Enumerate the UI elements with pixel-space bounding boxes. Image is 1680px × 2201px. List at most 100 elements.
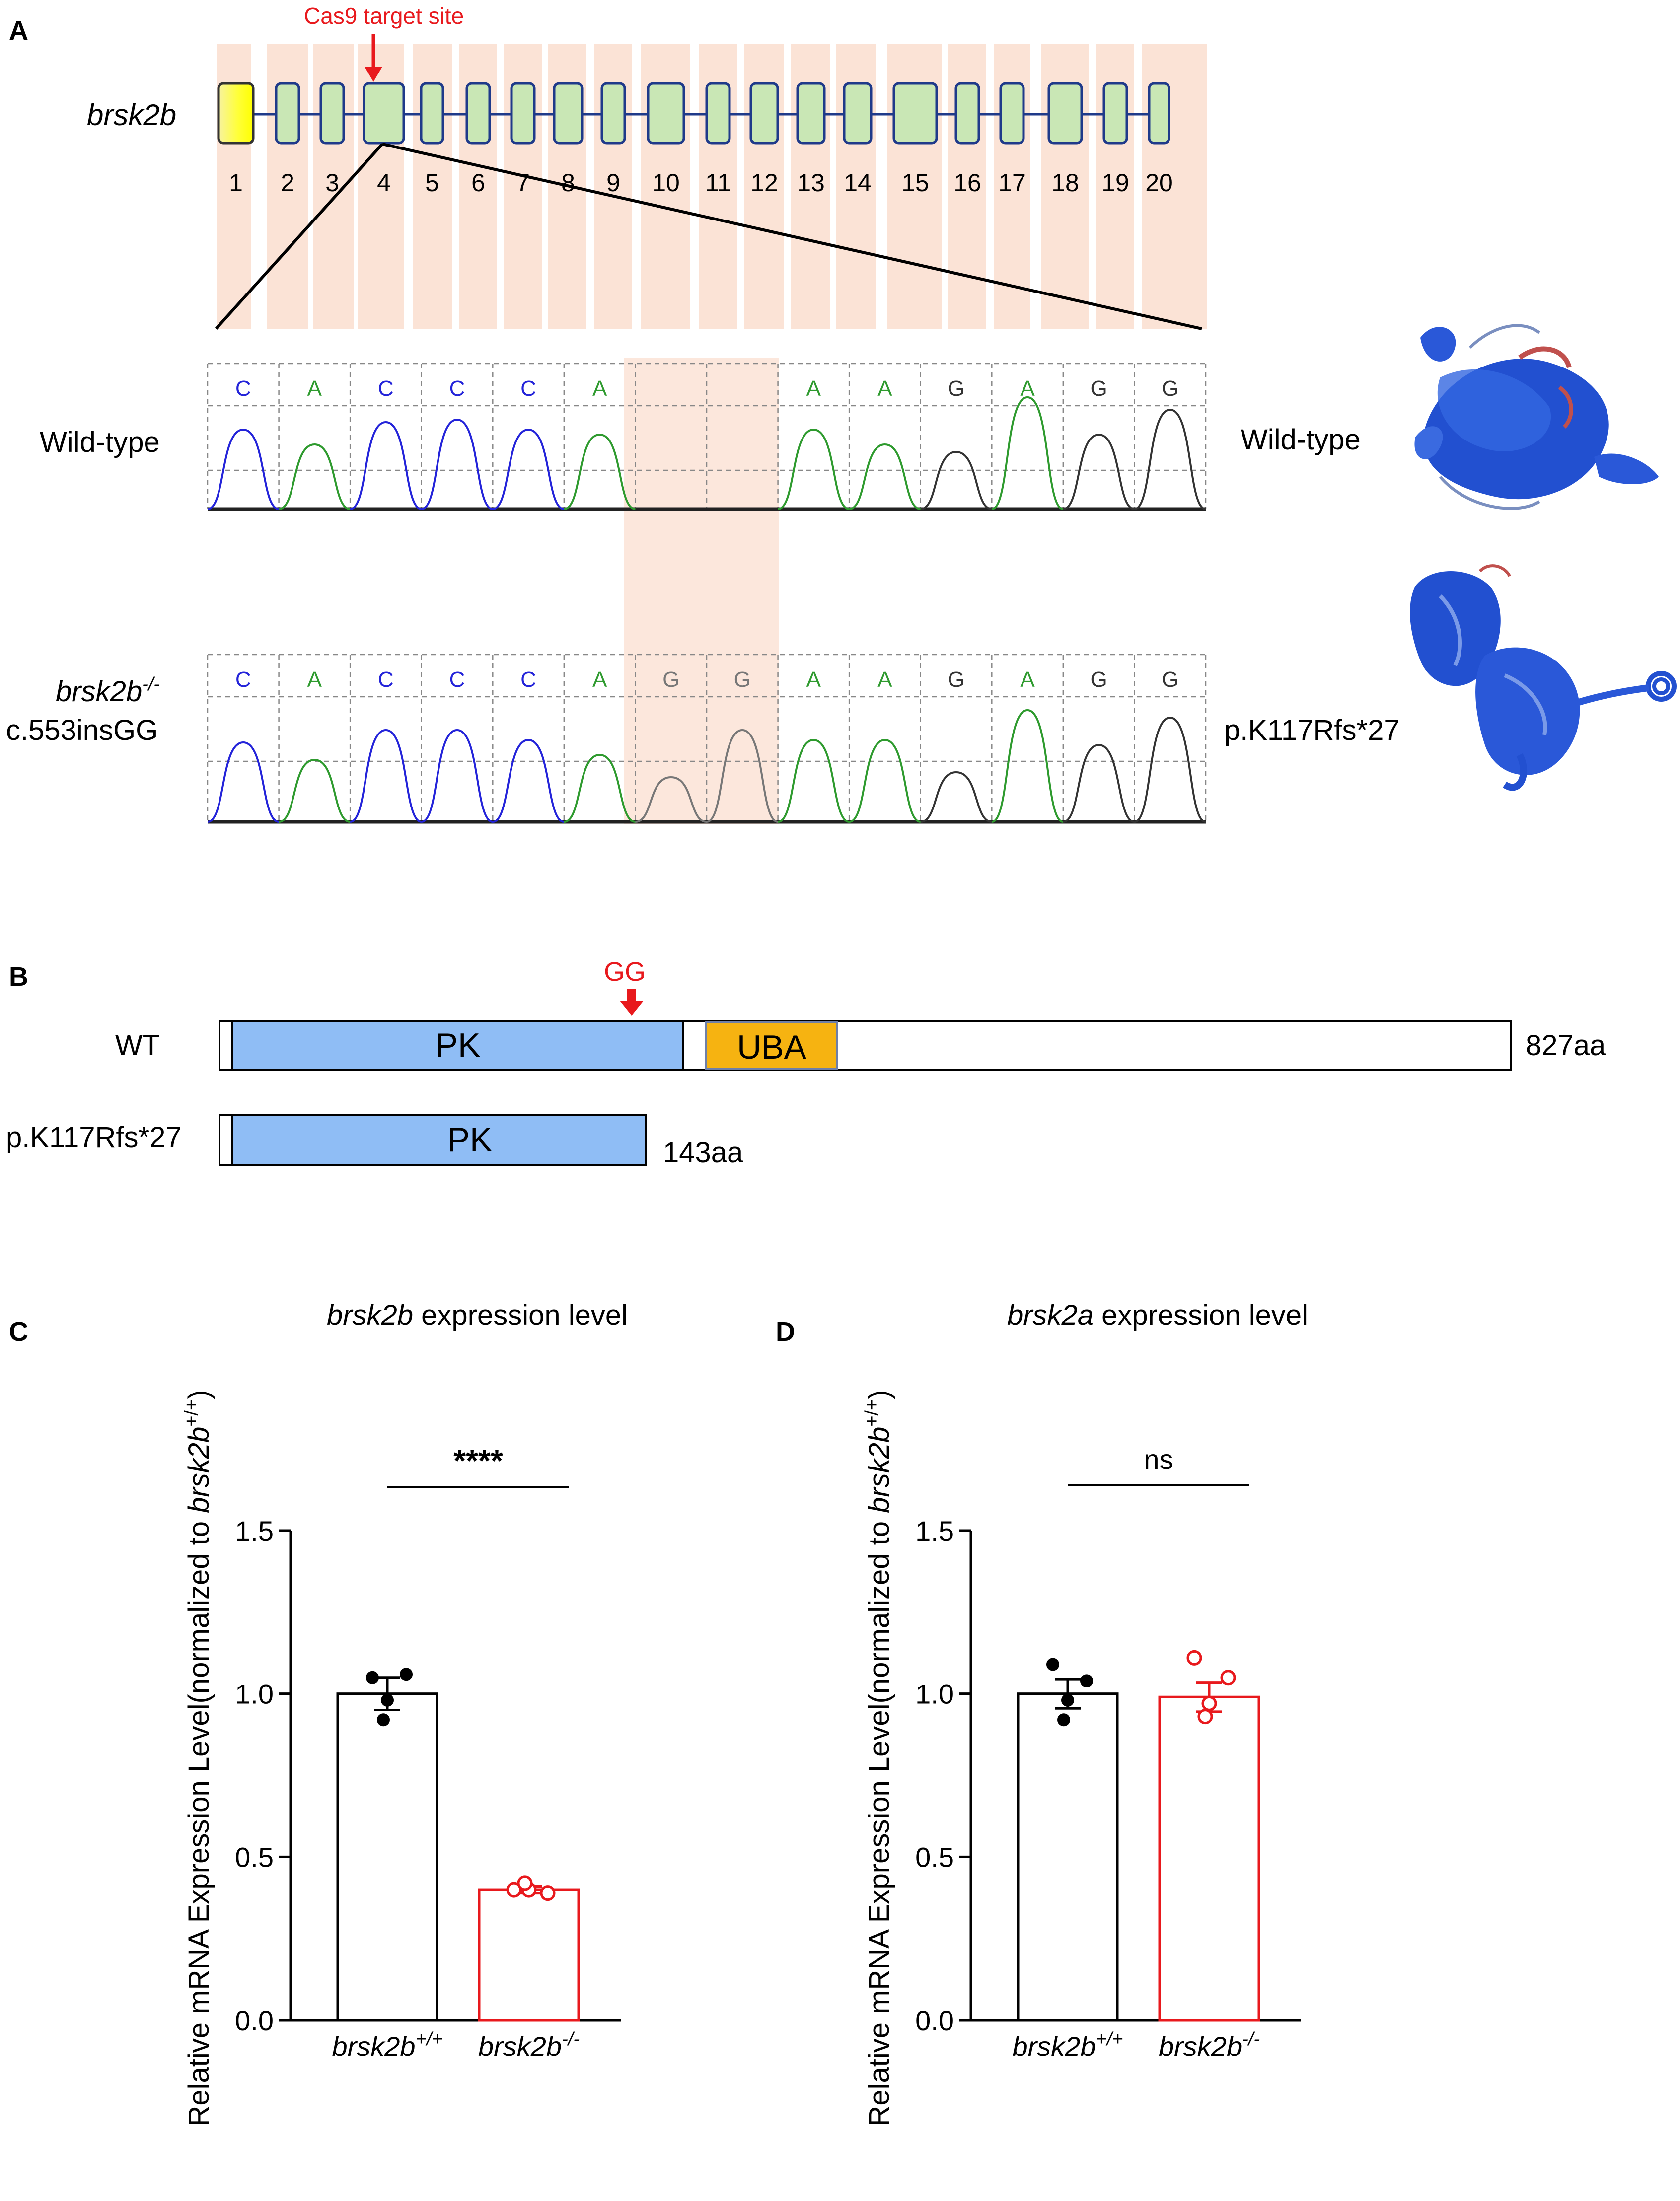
y-axis-label: Relative mRNA Expression Level(normalize… xyxy=(181,1390,215,2127)
zoom-line-left xyxy=(215,143,384,330)
pk-domain xyxy=(231,1020,684,1071)
exon-3 xyxy=(319,82,345,145)
y-axis-label-sup: +/+ xyxy=(181,1399,202,1427)
exon-1 xyxy=(217,82,255,145)
base-call: C xyxy=(520,376,536,401)
trace-peak xyxy=(1134,716,1206,823)
data-point xyxy=(381,1693,394,1707)
mutant-pk-domain xyxy=(231,1114,647,1166)
trace-peak xyxy=(350,729,422,823)
trace-peak xyxy=(279,758,351,823)
x-category-sup: -/- xyxy=(1242,2029,1260,2050)
x-category-gene: brsk2b xyxy=(478,2031,562,2062)
exon-6 xyxy=(465,82,491,145)
trace-peak xyxy=(207,741,280,823)
exon-9 xyxy=(600,82,626,145)
wt-length-label: 827aa xyxy=(1526,1029,1606,1062)
data-point xyxy=(1186,1650,1202,1666)
exon-number-6: 6 xyxy=(471,169,485,197)
trace-peak xyxy=(564,433,636,510)
x-category-gene: brsk2b xyxy=(332,2031,415,2062)
exon-number-17: 17 xyxy=(998,169,1026,197)
exon-number-14: 14 xyxy=(844,169,872,197)
trace-peak xyxy=(279,443,351,510)
y-axis-label-gene: brsk2b xyxy=(863,1427,895,1513)
exon-20 xyxy=(1148,82,1170,145)
bar-mutant xyxy=(478,1888,580,2022)
exon-number-3: 3 xyxy=(325,169,339,197)
exon-15 xyxy=(892,82,938,145)
bar-mutant xyxy=(1158,1695,1260,2022)
exon-number-19: 19 xyxy=(1101,169,1129,197)
trace-peak xyxy=(564,753,636,823)
base-call: C xyxy=(449,667,465,692)
exon-14 xyxy=(843,82,873,145)
panel-letter-c: C xyxy=(9,1317,28,1347)
base-call: G xyxy=(1162,376,1178,401)
y-axis-label-close: ) xyxy=(863,1390,895,1399)
bar-wildtype xyxy=(1017,1692,1119,2022)
exon-8 xyxy=(553,82,584,145)
significance-label: **** xyxy=(453,1443,503,1478)
base-call: A xyxy=(1020,667,1035,692)
base-call: A xyxy=(592,667,607,692)
panel-letter-b: B xyxy=(9,962,28,992)
trace-peak xyxy=(1134,408,1206,510)
exon-number-1: 1 xyxy=(229,169,243,197)
y-tick-label: 0.0 xyxy=(235,2005,274,2036)
exon-4 xyxy=(363,82,405,145)
trace-peak xyxy=(991,709,1064,823)
mutant-protein-label: p.K117Rfs*27 xyxy=(1224,714,1400,746)
trace-peak xyxy=(1063,743,1135,823)
trace-peak xyxy=(991,396,1064,510)
y-axis-label-text: Relative mRNA Expression Level(normalize… xyxy=(183,1513,215,2127)
trace-peak xyxy=(778,738,850,823)
exon-number-13: 13 xyxy=(797,169,825,197)
trace-peak xyxy=(421,418,493,510)
wt-protein-row-label: WT xyxy=(115,1029,160,1062)
trace-peak xyxy=(849,738,921,823)
chart-title-rest: expression level xyxy=(413,1299,628,1331)
exon-number-10: 10 xyxy=(652,169,680,197)
base-call: G xyxy=(734,667,751,692)
exon-number-9: 9 xyxy=(606,169,620,197)
exon-number-20: 20 xyxy=(1145,169,1173,197)
mutant-gene-label: brsk2b-/- xyxy=(56,674,160,708)
mutant-pk-label: PK xyxy=(447,1121,493,1159)
data-point xyxy=(366,1671,379,1684)
base-call: A xyxy=(592,376,607,401)
wild-type-dna-label: Wild-type xyxy=(40,426,160,458)
exon-number-11: 11 xyxy=(705,169,731,197)
gene-label: brsk2b xyxy=(87,98,176,132)
chart-title: brsk2a expression level xyxy=(1007,1299,1308,1331)
y-axis-label: Relative mRNA Expression Level(normalize… xyxy=(862,1390,895,2127)
x-category-gene: brsk2b xyxy=(1012,2031,1096,2062)
exon-19 xyxy=(1102,82,1128,145)
gg-insertion-label: GG xyxy=(604,957,646,987)
gg-arrow-head xyxy=(620,1001,644,1016)
trace-peak xyxy=(492,428,565,510)
exon-boxes xyxy=(217,82,1170,145)
mutant-protein-structure xyxy=(1410,564,1677,791)
exon-number-8: 8 xyxy=(561,169,575,197)
panel-letter-d: D xyxy=(776,1317,795,1347)
base-call: A xyxy=(806,667,821,692)
mutant-variant-label: c.553insGG xyxy=(6,714,158,746)
data-point xyxy=(517,1875,533,1891)
exon-18 xyxy=(1047,82,1083,145)
y-axis-label-gene: brsk2b xyxy=(183,1427,215,1513)
data-point xyxy=(1046,1658,1059,1671)
chart-title: brsk2b expression level xyxy=(327,1299,628,1331)
trace-peak xyxy=(492,738,565,823)
y-tick-label: 1.0 xyxy=(915,1679,954,1710)
data-point xyxy=(1197,1709,1213,1725)
exon-10 xyxy=(647,82,685,145)
y-tick-label: 0.5 xyxy=(915,1841,954,1873)
base-call: A xyxy=(877,376,892,401)
mutant-gene-sup: -/- xyxy=(142,674,160,695)
trace-peak xyxy=(421,729,493,823)
data-point xyxy=(400,1668,413,1681)
